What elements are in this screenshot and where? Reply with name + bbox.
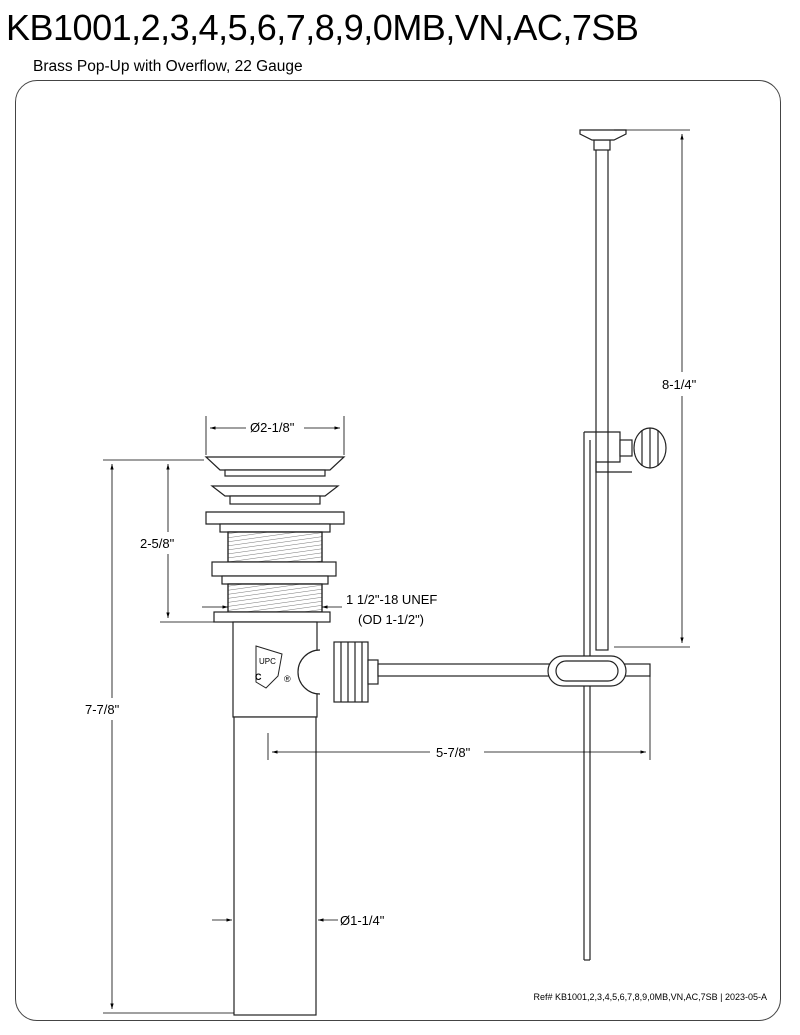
upc-mark: UPC: [259, 657, 276, 666]
overall-height-label: 7-7/8": [85, 702, 120, 717]
rod-length-dimension: [267, 676, 651, 760]
lift-rod: [579, 129, 627, 651]
upper-threaded-body: [227, 531, 323, 563]
clevis-clip: [547, 655, 627, 687]
upper-height-label: 2-5/8": [140, 536, 175, 551]
page-subtitle: Brass Pop-Up with Overflow, 22 Gauge: [33, 58, 303, 75]
tailpiece-diameter-label: Ø1-1/4": [340, 913, 385, 928]
page-title: KB1001,2,3,4,5,6,7,8,9,0MB,VN,AC,7SB: [6, 7, 639, 48]
upper-height-dimension: [160, 459, 214, 623]
strap-clamp: [583, 427, 667, 961]
pivot-nut: [297, 641, 379, 703]
c-mark: C: [255, 672, 262, 682]
lift-rod-label: 8-1/4": [662, 377, 697, 392]
lift-rod-dimension: [614, 129, 690, 648]
overall-height-dimension: [103, 459, 234, 1014]
lower-threaded-body: [213, 583, 331, 623]
reference-number: Ref# KB1001,2,3,4,5,6,7,8,9,0MB,VN,AC,7S…: [534, 992, 767, 1002]
tailpiece: [233, 716, 317, 1016]
thread-od-label: (OD 1-1/2"): [358, 612, 424, 627]
cap-diameter-dimension: [205, 416, 345, 455]
cap-diameter-label: Ø2-1/8": [250, 420, 295, 435]
thread-spec-label: 1 1/2"-18 UNEF: [346, 592, 437, 607]
registered-mark: ®: [284, 674, 291, 684]
pop-up-cap: [204, 456, 346, 533]
upc-certification-badge: UPC C ®: [255, 645, 291, 689]
drawing-frame: [15, 80, 781, 1021]
lock-nut: [211, 561, 337, 585]
rod-length-label: 5-7/8": [436, 745, 471, 760]
